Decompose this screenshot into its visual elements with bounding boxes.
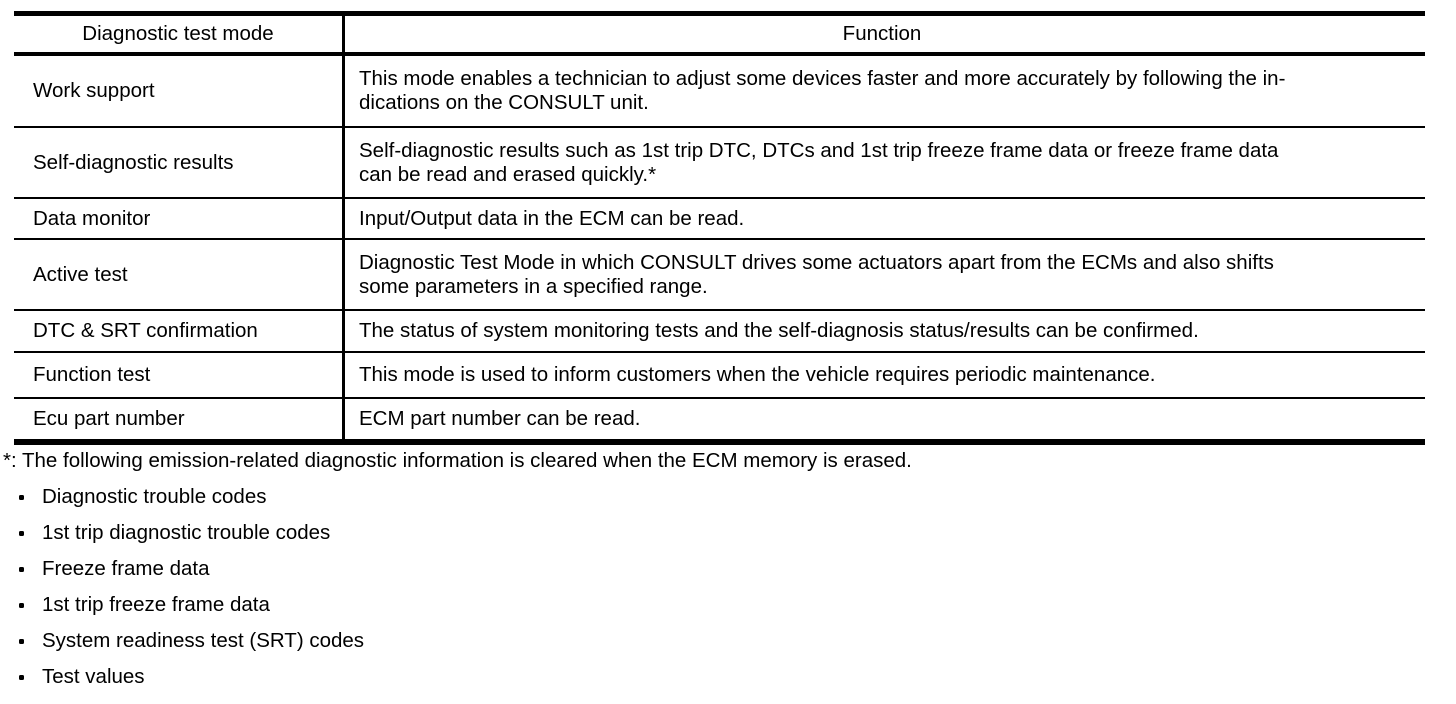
bullet-list: Diagnostic trouble codes 1st trip diagno… — [0, 479, 364, 695]
bullet-item: System readiness test (SRT) codes — [0, 623, 364, 659]
footnote-text: *: The following emission-related diagno… — [3, 449, 912, 472]
bullet-dot — [19, 566, 24, 572]
bullet-label: 1st trip diagnostic trouble codes — [42, 521, 331, 544]
bullet-dot — [19, 602, 24, 608]
bullet-dot — [19, 674, 24, 680]
table-header-row: Diagnostic test mode Function — [14, 16, 1425, 56]
table-row: DTC & SRT confirmation The status of sys… — [14, 311, 1425, 353]
bullet-dot — [19, 638, 24, 644]
header-cell-diagnostic-test-mode: Diagnostic test mode — [14, 16, 345, 52]
diagnostic-table: Diagnostic test mode Function Work suppo… — [14, 11, 1425, 445]
cell-function: The status of system monitoring tests an… — [359, 319, 1199, 342]
cell-diagnostic-test-mode: Function test — [14, 353, 345, 397]
header-cell-function: Function — [842, 22, 922, 45]
table-row: Active test Diagnostic Test Mode in whic… — [14, 240, 1425, 311]
table-row: Function test This mode is used to infor… — [14, 353, 1425, 399]
bullet-dot — [19, 530, 24, 536]
cell-function: This mode enables a technician to adjust… — [359, 67, 1286, 114]
bullet-item: 1st trip freeze frame data — [0, 587, 364, 623]
table-row: Ecu part number ECM part number can be r… — [14, 399, 1425, 439]
cell-diagnostic-test-mode: DTC & SRT confirmation — [14, 311, 345, 351]
table-body: Work support This mode enables a technic… — [14, 56, 1425, 439]
cell-diagnostic-test-mode: Data monitor — [14, 199, 345, 238]
cell-diagnostic-test-mode: Self-diagnostic results — [14, 128, 345, 197]
bullet-label: System readiness test (SRT) codes — [42, 629, 365, 652]
cell-diagnostic-test-mode: Ecu part number — [14, 399, 345, 439]
bullet-item: Freeze frame data — [0, 551, 364, 587]
bullet-label: Diagnostic trouble codes — [42, 485, 267, 508]
cell-diagnostic-test-mode: Work support — [14, 56, 345, 126]
table-row: Self-diagnostic results Self-diagnostic … — [14, 128, 1425, 199]
cell-function: Diagnostic Test Mode in which CONSULT dr… — [359, 250, 1274, 298]
bullet-label: Freeze frame data — [42, 557, 210, 580]
bullet-dot — [19, 494, 24, 500]
cell-function: Input/Output data in the ECM can be read… — [359, 206, 745, 230]
bullet-item: Diagnostic trouble codes — [0, 479, 364, 515]
bullet-item: Test values — [0, 659, 364, 695]
bullet-label: 1st trip freeze frame data — [42, 593, 270, 616]
bullet-label: Test values — [42, 665, 145, 688]
table-row: Work support This mode enables a technic… — [14, 56, 1425, 128]
cell-diagnostic-test-mode: Active test — [14, 240, 345, 309]
cell-function: ECM part number can be read. — [359, 407, 641, 430]
cell-function: Self-diagnostic results such as 1st trip… — [359, 138, 1279, 186]
table-row: Data monitor Input/Output data in the EC… — [14, 199, 1425, 240]
bullet-item: 1st trip diagnostic trouble codes — [0, 515, 364, 551]
cell-function: This mode is used to inform customers wh… — [359, 363, 1156, 386]
